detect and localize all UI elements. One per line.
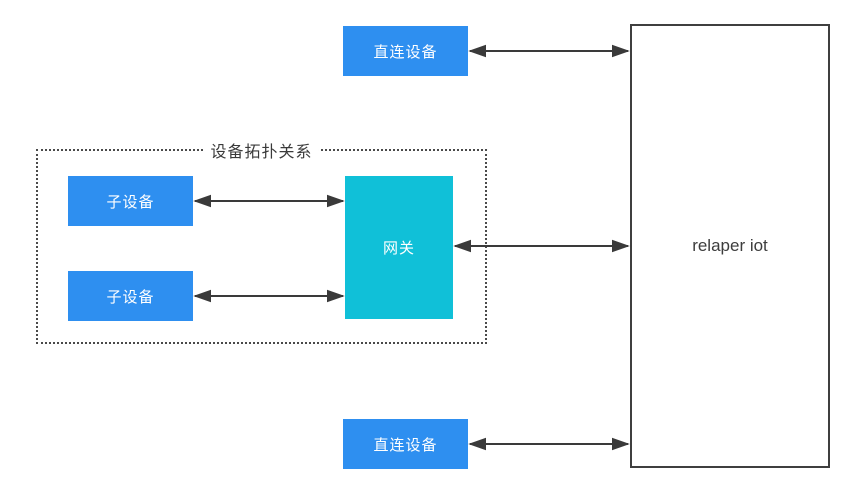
node-platform-relaper-iot: relaper iot bbox=[630, 24, 830, 468]
node-direct-device-top: 直连设备 bbox=[343, 26, 468, 76]
node-gateway: 网关 bbox=[345, 176, 453, 319]
topology-group-frame: 设备拓扑关系 bbox=[36, 137, 487, 344]
node-sub-device-2: 子设备 bbox=[68, 271, 193, 321]
topology-group-title: 设备拓扑关系 bbox=[204, 137, 319, 162]
node-sub-device-1: 子设备 bbox=[68, 176, 193, 226]
node-direct-device-bottom: 直连设备 bbox=[343, 419, 468, 469]
